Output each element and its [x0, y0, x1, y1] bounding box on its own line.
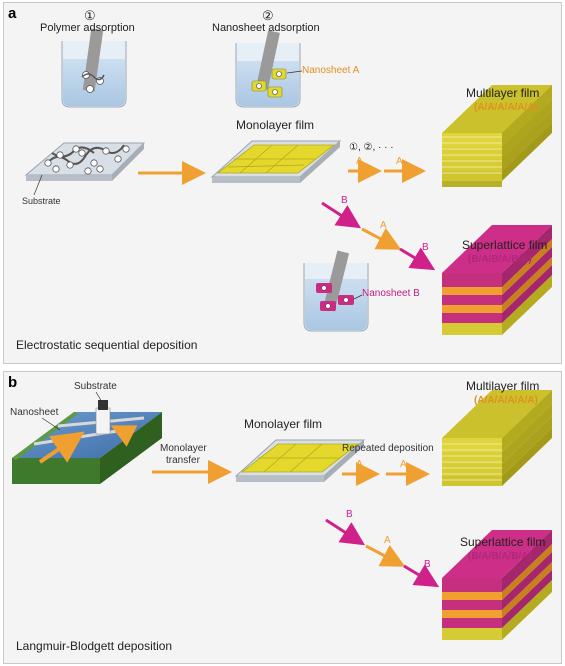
arrow-b-1 — [325, 518, 366, 546]
arrow-label-a: A — [356, 459, 363, 470]
panel-a-graphics — [24, 28, 552, 335]
arrow-label-b: B — [422, 242, 429, 253]
substrate-label: Substrate — [22, 196, 61, 206]
step2-marker: ② — [262, 8, 274, 23]
multilayer-stack-b — [442, 390, 552, 486]
step1-label: Polymer adsorption — [40, 22, 135, 34]
arrow-label-b: B — [346, 509, 353, 520]
method-label: Langmuir-Blodgett deposition — [16, 639, 173, 653]
arrow-label-a: A — [396, 156, 403, 167]
multilayer-seq: (A/A/A/A/A/A) — [474, 395, 538, 406]
panel-b-graphics — [12, 390, 552, 640]
arrow-label-b: B — [341, 195, 348, 206]
beaker-nanosheet-a — [235, 30, 303, 108]
superlattice-stack-a — [442, 225, 552, 335]
method-label: Electrostatic sequential deposition — [16, 338, 198, 352]
arrow-label-a: A — [380, 220, 387, 231]
multilayer-seq: (A/A/A/A/A/A) — [474, 102, 538, 113]
arrow-b-2 — [399, 247, 436, 271]
step1-marker: ① — [84, 8, 96, 23]
monolayer-title: Monolayer film — [236, 118, 315, 132]
panel-a: a — [3, 2, 562, 364]
superlattice-seq: (B/A/B/A/B/A) — [468, 254, 532, 265]
nanosheet-a-label: Nanosheet A — [302, 65, 360, 76]
arrow-label-a: A — [400, 459, 407, 470]
nanosheet-b-label: Nanosheet B — [362, 288, 420, 299]
repeat-label: ①, ②, · · · — [349, 142, 394, 153]
step2-label: Nanosheet adsorption — [212, 22, 320, 34]
substrate-polymer — [24, 142, 146, 196]
multilayer-title: Multilayer film — [466, 379, 540, 393]
monolayer-film-b — [234, 439, 366, 482]
multilayer-title: Multilayer film — [466, 86, 540, 100]
arrow-a-1 — [365, 544, 406, 567]
superlattice-stack-b — [442, 530, 552, 640]
multilayer-stack-a — [442, 85, 552, 187]
arrow-label-a: A — [356, 156, 363, 167]
arrow-b-2 — [403, 564, 440, 588]
arrow-label-b: B — [424, 559, 431, 570]
panel-letter: a — [8, 5, 17, 22]
beaker-nanosheet-b — [303, 250, 369, 332]
superlattice-seq: (B/A/B/A/B/A) — [468, 551, 532, 562]
lb-trough — [12, 391, 162, 484]
beaker-polymer — [61, 28, 127, 108]
arrow-b-1 — [321, 201, 362, 229]
arrow-label-a: A — [384, 535, 391, 546]
panel-letter: b — [8, 374, 18, 391]
substrate-label: Substrate — [74, 381, 117, 392]
repeat-label: Repeated deposition — [342, 443, 434, 454]
transfer-label-line1: Monolayer — [160, 443, 207, 454]
superlattice-title: Superlattice film — [460, 535, 546, 549]
monolayer-title: Monolayer film — [244, 417, 323, 431]
arrow-a-1 — [361, 227, 402, 250]
nanosheet-label: Nanosheet — [10, 407, 59, 418]
superlattice-title: Superlattice film — [462, 238, 548, 252]
monolayer-film-a — [210, 140, 342, 183]
panel-b: b — [3, 371, 562, 664]
transfer-label-line2: transfer — [166, 455, 200, 466]
